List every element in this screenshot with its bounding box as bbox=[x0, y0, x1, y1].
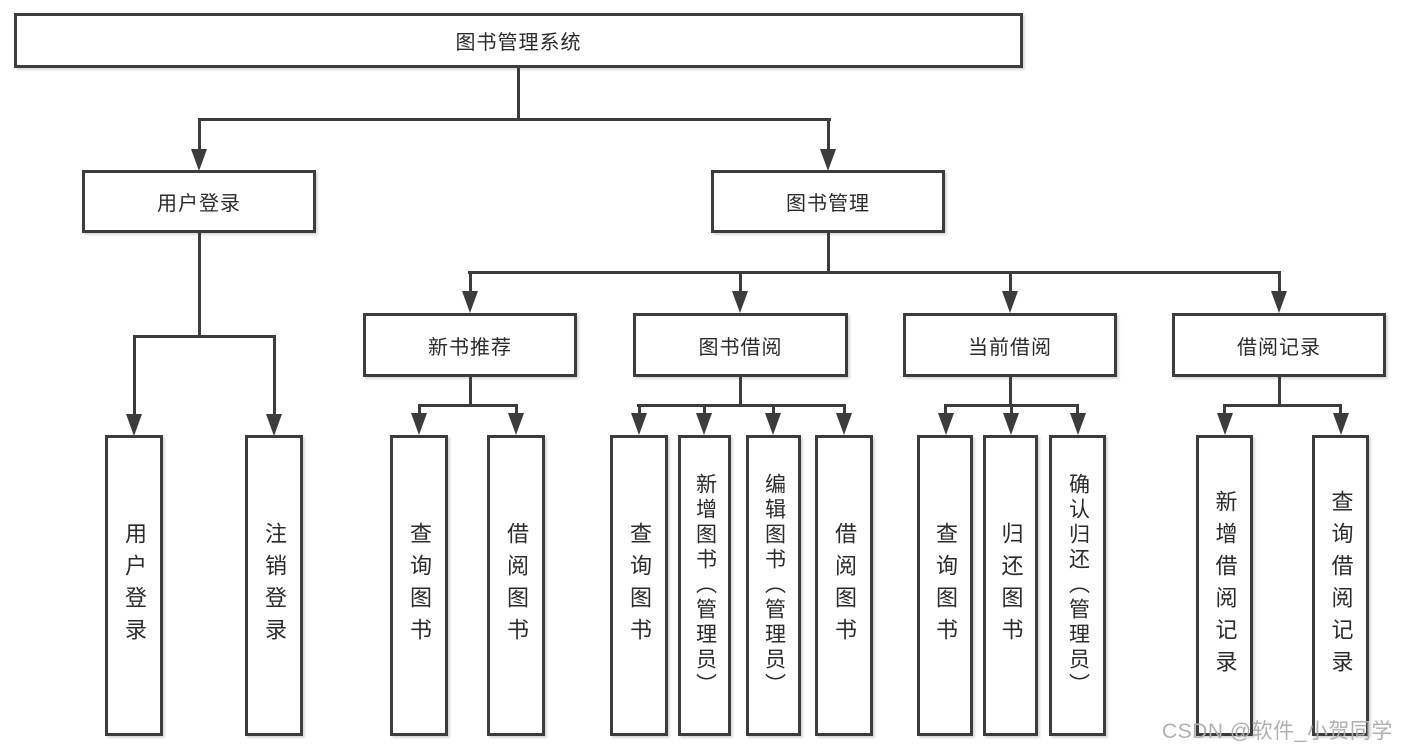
leaf-confirm-return-admin: 确认归还（管理员） bbox=[1049, 435, 1106, 736]
leaf-borrow-books-recommend: 借阅图书 bbox=[487, 435, 545, 736]
connector-line bbox=[1076, 407, 1079, 414]
arrow-down-icon bbox=[1271, 291, 1287, 313]
connector-line bbox=[133, 335, 276, 338]
leaf-edit-book-admin: 编辑图书（管理员） bbox=[746, 435, 801, 736]
arrow-down-icon bbox=[820, 149, 836, 171]
arrow-down-icon bbox=[1003, 413, 1019, 435]
leaf-query-borrow-record: 查询借阅记录 bbox=[1312, 435, 1369, 736]
node-book-management: 图书管理 bbox=[711, 170, 945, 233]
connector-line bbox=[198, 118, 831, 121]
connector-line bbox=[418, 407, 421, 414]
connector-line bbox=[517, 68, 520, 120]
connector-line bbox=[468, 271, 1281, 274]
connector-line bbox=[637, 404, 846, 407]
arrow-down-icon bbox=[1070, 413, 1086, 435]
node-new-book-recommend: 新书推荐 bbox=[363, 313, 577, 377]
arrow-down-icon bbox=[126, 414, 142, 436]
connector-line bbox=[827, 121, 830, 150]
arrow-down-icon bbox=[765, 413, 781, 435]
arrow-down-icon bbox=[462, 291, 478, 313]
leaf-query-books-borrowing: 查询图书 bbox=[610, 435, 668, 736]
connector-line bbox=[198, 233, 201, 337]
connector-line bbox=[827, 233, 830, 273]
leaf-borrow-books: 借阅图书 bbox=[815, 435, 873, 736]
arrow-down-icon bbox=[732, 291, 748, 313]
csdn-watermark: CSDN @软件_小贺同学 bbox=[1162, 720, 1393, 743]
connector-line bbox=[772, 407, 775, 414]
arrow-down-icon bbox=[266, 414, 282, 436]
arrow-down-icon bbox=[411, 413, 427, 435]
connector-line bbox=[1223, 404, 1342, 407]
node-user-login: 用户登录 bbox=[82, 170, 316, 233]
arrow-down-icon bbox=[631, 413, 647, 435]
arrow-down-icon bbox=[1217, 413, 1233, 435]
arrow-down-icon bbox=[508, 413, 524, 435]
connector-line bbox=[418, 404, 518, 407]
connector-line bbox=[1278, 274, 1281, 292]
connector-line bbox=[638, 407, 641, 414]
connector-line bbox=[944, 407, 947, 414]
node-current-borrowing: 当前借阅 bbox=[903, 313, 1117, 377]
leaf-user-login: 用户登录 bbox=[105, 435, 163, 736]
connector-line bbox=[1339, 407, 1342, 414]
arrow-down-icon bbox=[191, 149, 207, 171]
connector-line bbox=[944, 404, 1079, 407]
leaf-add-book-admin: 新增图书（管理员） bbox=[678, 435, 731, 736]
leaf-query-books-recommend: 查询图书 bbox=[390, 435, 448, 736]
connector-line bbox=[703, 407, 706, 414]
arrow-down-icon bbox=[836, 413, 852, 435]
arrow-down-icon bbox=[938, 413, 954, 435]
leaf-return-books: 归还图书 bbox=[983, 435, 1038, 736]
node-borrow-records: 借阅记录 bbox=[1172, 313, 1386, 377]
node-library-management-system: 图书管理系统 bbox=[14, 13, 1023, 68]
arrow-down-icon bbox=[696, 413, 712, 435]
connector-line bbox=[739, 377, 742, 406]
node-book-borrowing: 图书借阅 bbox=[633, 313, 848, 377]
connector-line bbox=[1010, 407, 1013, 414]
arrow-down-icon bbox=[1333, 413, 1349, 435]
connector-line bbox=[515, 407, 518, 414]
connector-line bbox=[843, 407, 846, 414]
connector-line bbox=[469, 377, 472, 406]
connector-line bbox=[1223, 407, 1226, 414]
connector-line bbox=[1009, 377, 1012, 406]
connector-line bbox=[1278, 377, 1281, 406]
leaf-logout: 注销登录 bbox=[245, 435, 303, 736]
connector-line bbox=[273, 338, 276, 414]
connector-line bbox=[133, 338, 136, 414]
arrow-down-icon bbox=[1002, 291, 1018, 313]
leaf-query-books-current: 查询图书 bbox=[917, 435, 973, 736]
connector-line bbox=[1009, 274, 1012, 292]
connector-line bbox=[739, 274, 742, 292]
connector-line bbox=[469, 274, 472, 292]
leaf-add-borrow-record: 新增借阅记录 bbox=[1196, 435, 1253, 736]
connector-line bbox=[198, 121, 201, 150]
